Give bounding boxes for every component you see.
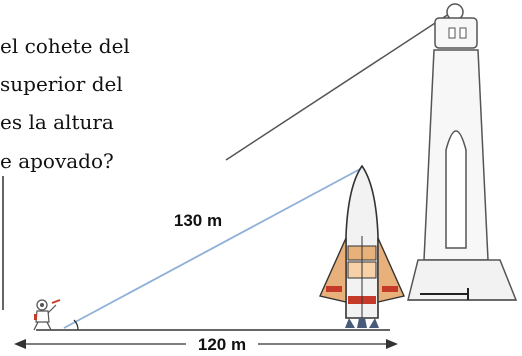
problem-text-line-3: es la altura — [0, 110, 114, 134]
angle-marker — [73, 319, 79, 331]
astronaut-figure — [33, 299, 61, 331]
problem-text-line-2: superior del — [0, 72, 123, 96]
rocket-figure — [319, 164, 405, 328]
problem-text-line-4: e apovado? — [0, 149, 114, 173]
hypotenuse-line — [63, 167, 363, 329]
rocket-diagram: 120 m 130 m — [0, 164, 405, 356]
lighthouse-illustration — [225, 3, 518, 301]
base-label: 120 m — [198, 335, 246, 354]
problem-text-line-1: el cohete del — [0, 34, 130, 58]
hypotenuse-label: 130 m — [174, 211, 222, 230]
lighthouse-cable — [225, 9, 456, 161]
